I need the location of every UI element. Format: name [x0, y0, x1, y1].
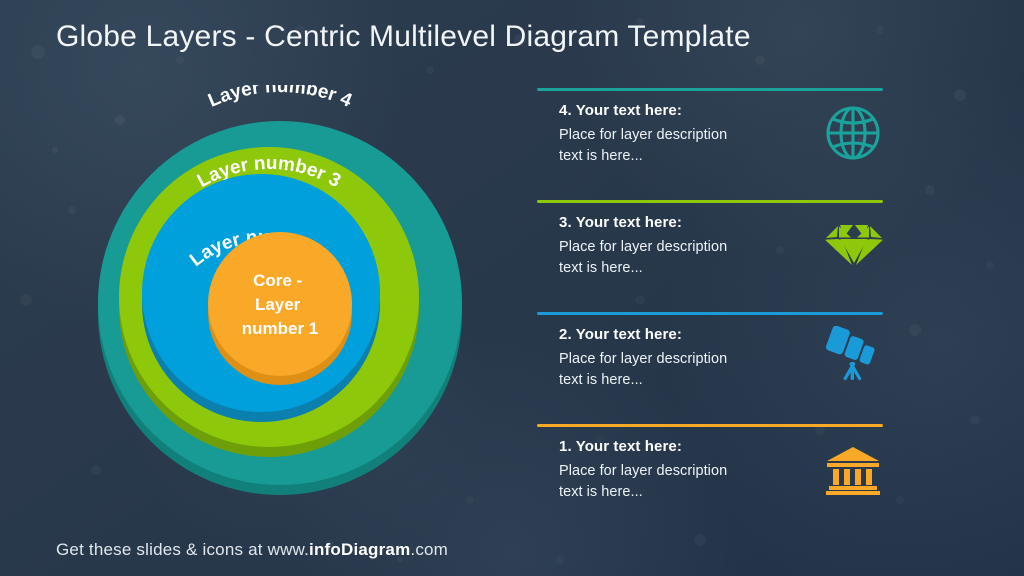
list-item-3-text: 3. Your text here: Place for layer descr… [559, 214, 809, 279]
list-item-3-heading: 3. Your text here: [559, 214, 682, 231]
diagram-layer-1-core: Core - Layer number 1 [208, 232, 352, 385]
list-item-1[interactable]: 1. Your text here: Place for layer descr… [537, 424, 887, 536]
list-item-3-description: Place for layer description text is here… [559, 237, 809, 279]
core-label: Core - Layer number 1 [242, 271, 319, 338]
list-item-4[interactable]: 4. Your text here: Place for layer descr… [537, 88, 887, 200]
footer-credit: Get these slides & icons at www.infoDiag… [56, 540, 448, 560]
list-item-4-description-line2: text is here... [559, 148, 643, 165]
list-item-1-text: 1. Your text here: Place for layer descr… [559, 438, 809, 503]
list-item-2-description-line2: text is here... [559, 372, 643, 389]
list-item-4-text: 4. Your text here: Place for layer descr… [559, 102, 809, 167]
list-item-2-description: Place for layer description text is here… [559, 349, 809, 391]
core-disc [208, 232, 352, 376]
telescope-icon [822, 325, 884, 388]
layer-description-list: 4. Your text here: Place for layer descr… [537, 88, 887, 548]
list-item-2-description-line1: Place for layer description [559, 351, 728, 368]
list-item-3-description-line2: text is here... [559, 260, 643, 277]
list-item-4-rule [537, 88, 883, 91]
list-item-3[interactable]: 3. Your text here: Place for layer descr… [537, 200, 887, 312]
list-item-4-heading: 4. Your text here: [559, 102, 682, 119]
list-item-2-heading: 2. Your text here: [559, 326, 682, 343]
list-item-1-heading: 1. Your text here: [559, 438, 682, 455]
list-item-2[interactable]: 2. Your text here: Place for layer descr… [537, 312, 887, 424]
footer-brand: infoDiagram [309, 540, 411, 559]
list-item-1-description-line1: Place for layer description [559, 463, 728, 480]
globe-icon [822, 102, 884, 164]
list-item-2-rule [537, 312, 883, 315]
concentric-layers-diagram: Layer number 4 Layer number 3 [55, 76, 495, 510]
footer-prefix: Get these slides & icons at www. [56, 540, 310, 559]
list-item-2-text: 2. Your text here: Place for layer descr… [559, 326, 809, 391]
layer-4-label: Layer number 4 [205, 85, 355, 112]
list-item-4-description: Place for layer description text is here… [559, 125, 809, 167]
list-item-3-description-line1: Place for layer description [559, 239, 728, 256]
list-item-1-description: Place for layer description text is here… [559, 461, 809, 503]
diamond-icon [822, 214, 884, 276]
list-item-1-description-line2: text is here... [559, 484, 643, 501]
bank-icon [822, 438, 884, 500]
list-item-1-rule [537, 424, 883, 427]
list-item-3-rule [537, 200, 883, 203]
slide-title: Globe Layers - Centric Multilevel Diagra… [56, 20, 751, 53]
list-item-4-description-line1: Place for layer description [559, 127, 728, 144]
footer-suffix: .com [410, 540, 449, 559]
